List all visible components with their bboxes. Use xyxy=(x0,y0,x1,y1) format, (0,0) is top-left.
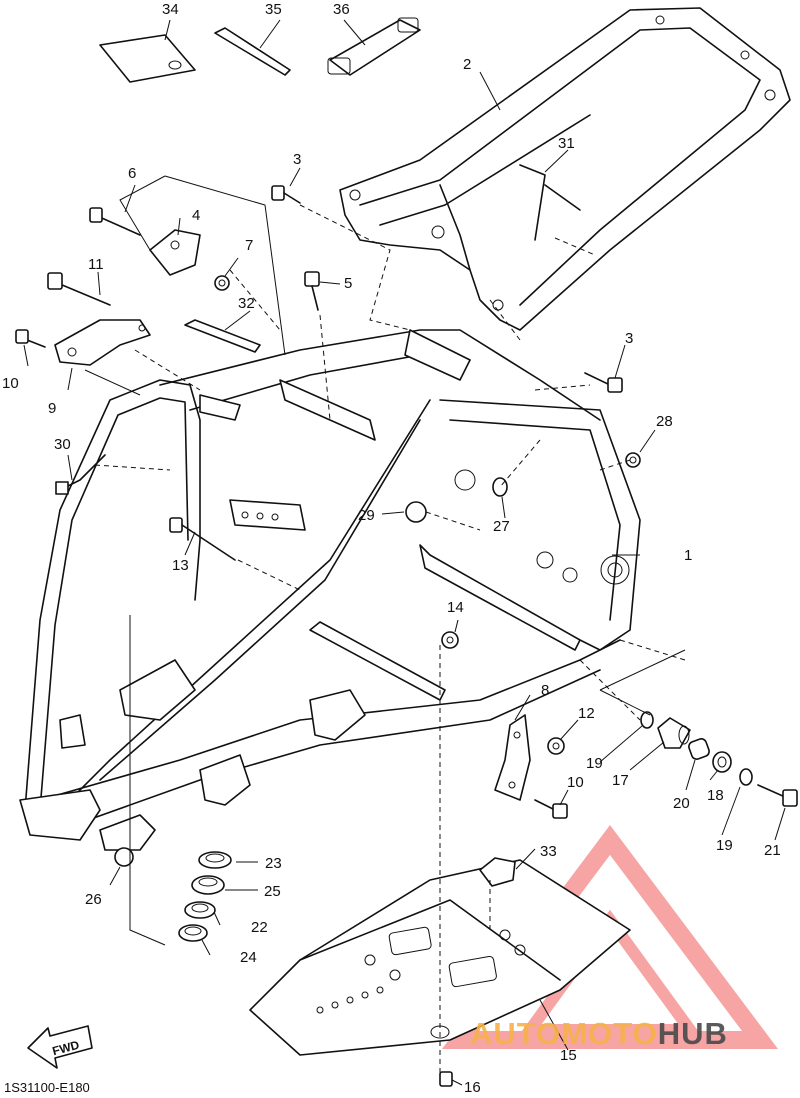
part-32-strip xyxy=(184,319,261,353)
part-21-bolt xyxy=(757,784,798,807)
callout-34: 34 xyxy=(162,1,179,18)
part-28-nut xyxy=(625,452,641,468)
part-7-nut xyxy=(214,275,230,291)
callout-31: 31 xyxy=(558,135,575,152)
part-30-clip xyxy=(55,454,106,495)
callout-12: 12 xyxy=(578,705,595,722)
callout-22: 22 xyxy=(251,919,268,936)
part-36-strap xyxy=(327,17,421,76)
callout-33: 33 xyxy=(540,843,557,860)
callout-2: 2 xyxy=(463,56,471,73)
watermark-text-part1: AUTOMOTO xyxy=(470,1016,658,1051)
callout-8: 8 xyxy=(541,682,549,699)
part-18-bushing xyxy=(712,751,732,773)
callout-4: 4 xyxy=(192,207,200,224)
fwd-label: FWD xyxy=(51,1038,81,1059)
part-17-spacer xyxy=(657,717,691,749)
callout-14: 14 xyxy=(447,599,464,616)
fwd-arrow-icon: FWD xyxy=(27,1025,93,1069)
callout-30: 30 xyxy=(54,436,71,453)
part-19-washer-a xyxy=(640,711,654,729)
callout-32: 32 xyxy=(238,295,255,312)
callout-35: 35 xyxy=(265,1,282,18)
part-22-seal xyxy=(184,901,216,919)
part-3-bolt-right xyxy=(584,372,623,393)
watermark-text: AUTOMOTOHUB xyxy=(470,1016,728,1052)
part-8-plate xyxy=(494,714,531,801)
part-27-plug xyxy=(492,477,508,497)
part-25-bearing xyxy=(191,875,225,895)
callout-20: 20 xyxy=(673,795,690,812)
leader-lines xyxy=(23,19,786,1086)
callout-6: 6 xyxy=(128,165,136,182)
callout-3-right: 3 xyxy=(625,330,633,347)
group-brackets xyxy=(84,175,686,946)
part-3-bolt-top xyxy=(271,185,301,204)
callout-16: 16 xyxy=(464,1079,481,1096)
callout-15: 15 xyxy=(560,1047,577,1064)
part-35-rod xyxy=(214,27,291,76)
rear-frame xyxy=(339,7,791,331)
main-frame xyxy=(19,329,641,851)
part-26-bushing xyxy=(114,847,134,867)
part-31-cable xyxy=(519,164,581,241)
watermark-text-part2: HUB xyxy=(657,1016,728,1051)
skid-plate xyxy=(249,859,631,1056)
callout-24: 24 xyxy=(240,949,257,966)
part-10-bolt-right xyxy=(534,799,568,819)
part-9-plate xyxy=(54,319,151,366)
callout-23: 23 xyxy=(265,855,282,872)
callout-11: 11 xyxy=(88,256,104,273)
part-4-bracket xyxy=(149,229,201,276)
part-29-grommet xyxy=(405,501,427,523)
callout-19-a: 19 xyxy=(586,755,603,772)
part-24-seal xyxy=(178,924,208,942)
callout-19-b: 19 xyxy=(716,837,733,854)
callout-28: 28 xyxy=(656,413,673,430)
part-13-bolt xyxy=(169,517,236,561)
callout-25: 25 xyxy=(264,883,281,900)
callout-10-left: 10 xyxy=(2,375,19,392)
callout-29: 29 xyxy=(358,507,375,524)
part-14-nut xyxy=(441,631,459,649)
callout-5: 5 xyxy=(344,275,352,292)
part-16-bolt xyxy=(439,1071,453,1087)
callout-3-top: 3 xyxy=(293,151,301,168)
callout-1: 1 xyxy=(684,547,692,564)
part-34-pad xyxy=(99,34,196,83)
assembly-guides xyxy=(94,204,686,1075)
part-23-bearing xyxy=(198,851,232,869)
part-6-bolt xyxy=(89,207,141,236)
callout-21: 21 xyxy=(764,842,781,859)
part-19-washer-b xyxy=(739,768,753,786)
callout-10-right: 10 xyxy=(567,774,584,791)
callout-17: 17 xyxy=(612,772,629,789)
diagram-code: 1S31100-E180 xyxy=(4,1080,90,1095)
callout-9: 9 xyxy=(48,400,56,417)
part-11-bolt xyxy=(47,272,111,306)
part-12-nut xyxy=(547,737,565,755)
callout-26: 26 xyxy=(85,891,102,908)
part-20-collar xyxy=(688,738,710,760)
callout-36: 36 xyxy=(333,1,350,18)
callout-13: 13 xyxy=(172,557,189,574)
part-5-bolt xyxy=(304,271,320,311)
part-10-bolt-left xyxy=(15,329,46,348)
part-number-labels: 1 2 3 3 4 5 6 7 8 9 10 10 11 12 13 14 15… xyxy=(2,1,781,1096)
callout-27: 27 xyxy=(493,518,510,535)
callout-7: 7 xyxy=(245,237,253,254)
callout-18: 18 xyxy=(707,787,724,804)
